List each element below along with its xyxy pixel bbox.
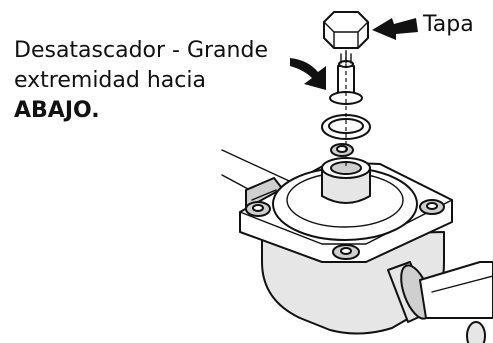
bolt-back xyxy=(330,143,354,157)
central-port xyxy=(321,157,371,204)
declogger-arrow xyxy=(290,58,326,90)
valve-body xyxy=(239,143,493,343)
bolt-front xyxy=(332,244,360,260)
bolt-right xyxy=(419,199,445,215)
declogger-label-line1: Desatascador - Grande xyxy=(14,38,268,63)
declogger-label-line3: ABAJO. xyxy=(14,98,100,123)
outlet-fitting xyxy=(387,261,493,343)
cap xyxy=(323,11,369,49)
bolt-left xyxy=(245,201,271,217)
cap-label: Tapa xyxy=(423,12,474,37)
declogger-label: Desatascador - Grande extremidad hacia A… xyxy=(14,36,268,126)
cap-arrow xyxy=(372,18,418,40)
declogger-label-line2: extremidad hacia xyxy=(14,68,206,93)
